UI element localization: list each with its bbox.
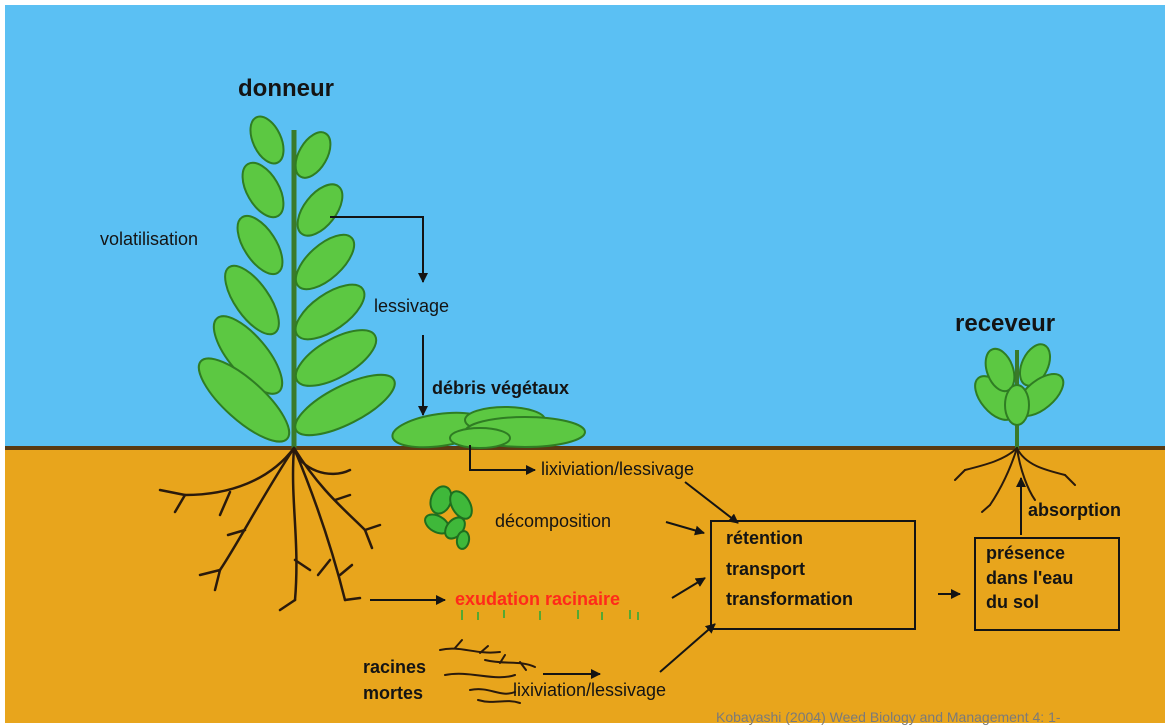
donor-label: donneur [238,75,334,103]
soil-water-line2: dans l'eau [986,568,1118,589]
root-exudation-label: exudation racinaire [455,589,620,610]
process-transport: transport [726,559,914,580]
lixiviation-bottom-label: lixiviation/lessivage [513,680,666,701]
receiver-label: receveur [955,310,1055,338]
absorption-label: absorption [1028,500,1121,521]
dead-roots-label-line2: mortes [363,683,423,704]
soil-water-line1: présence [986,543,1118,564]
lixiviation-top-label: lixiviation/lessivage [541,459,694,480]
processes-box: rétention transport transformation [710,520,916,630]
source-credit: Kobayashi (2004) Weed Biology and Manage… [716,709,1061,725]
process-retention: rétention [726,528,914,549]
dead-roots-label-line1: racines [363,657,426,678]
soil-water-box: présence dans l'eau du sol [974,537,1120,631]
soil-water-line3: du sol [986,592,1118,613]
volatilisation-label: volatilisation [100,229,198,250]
leaching-label: lessivage [374,296,449,317]
process-transformation: transformation [726,589,914,610]
plant-debris-label: débris végétaux [432,378,569,399]
decomposition-label: décomposition [495,511,611,532]
